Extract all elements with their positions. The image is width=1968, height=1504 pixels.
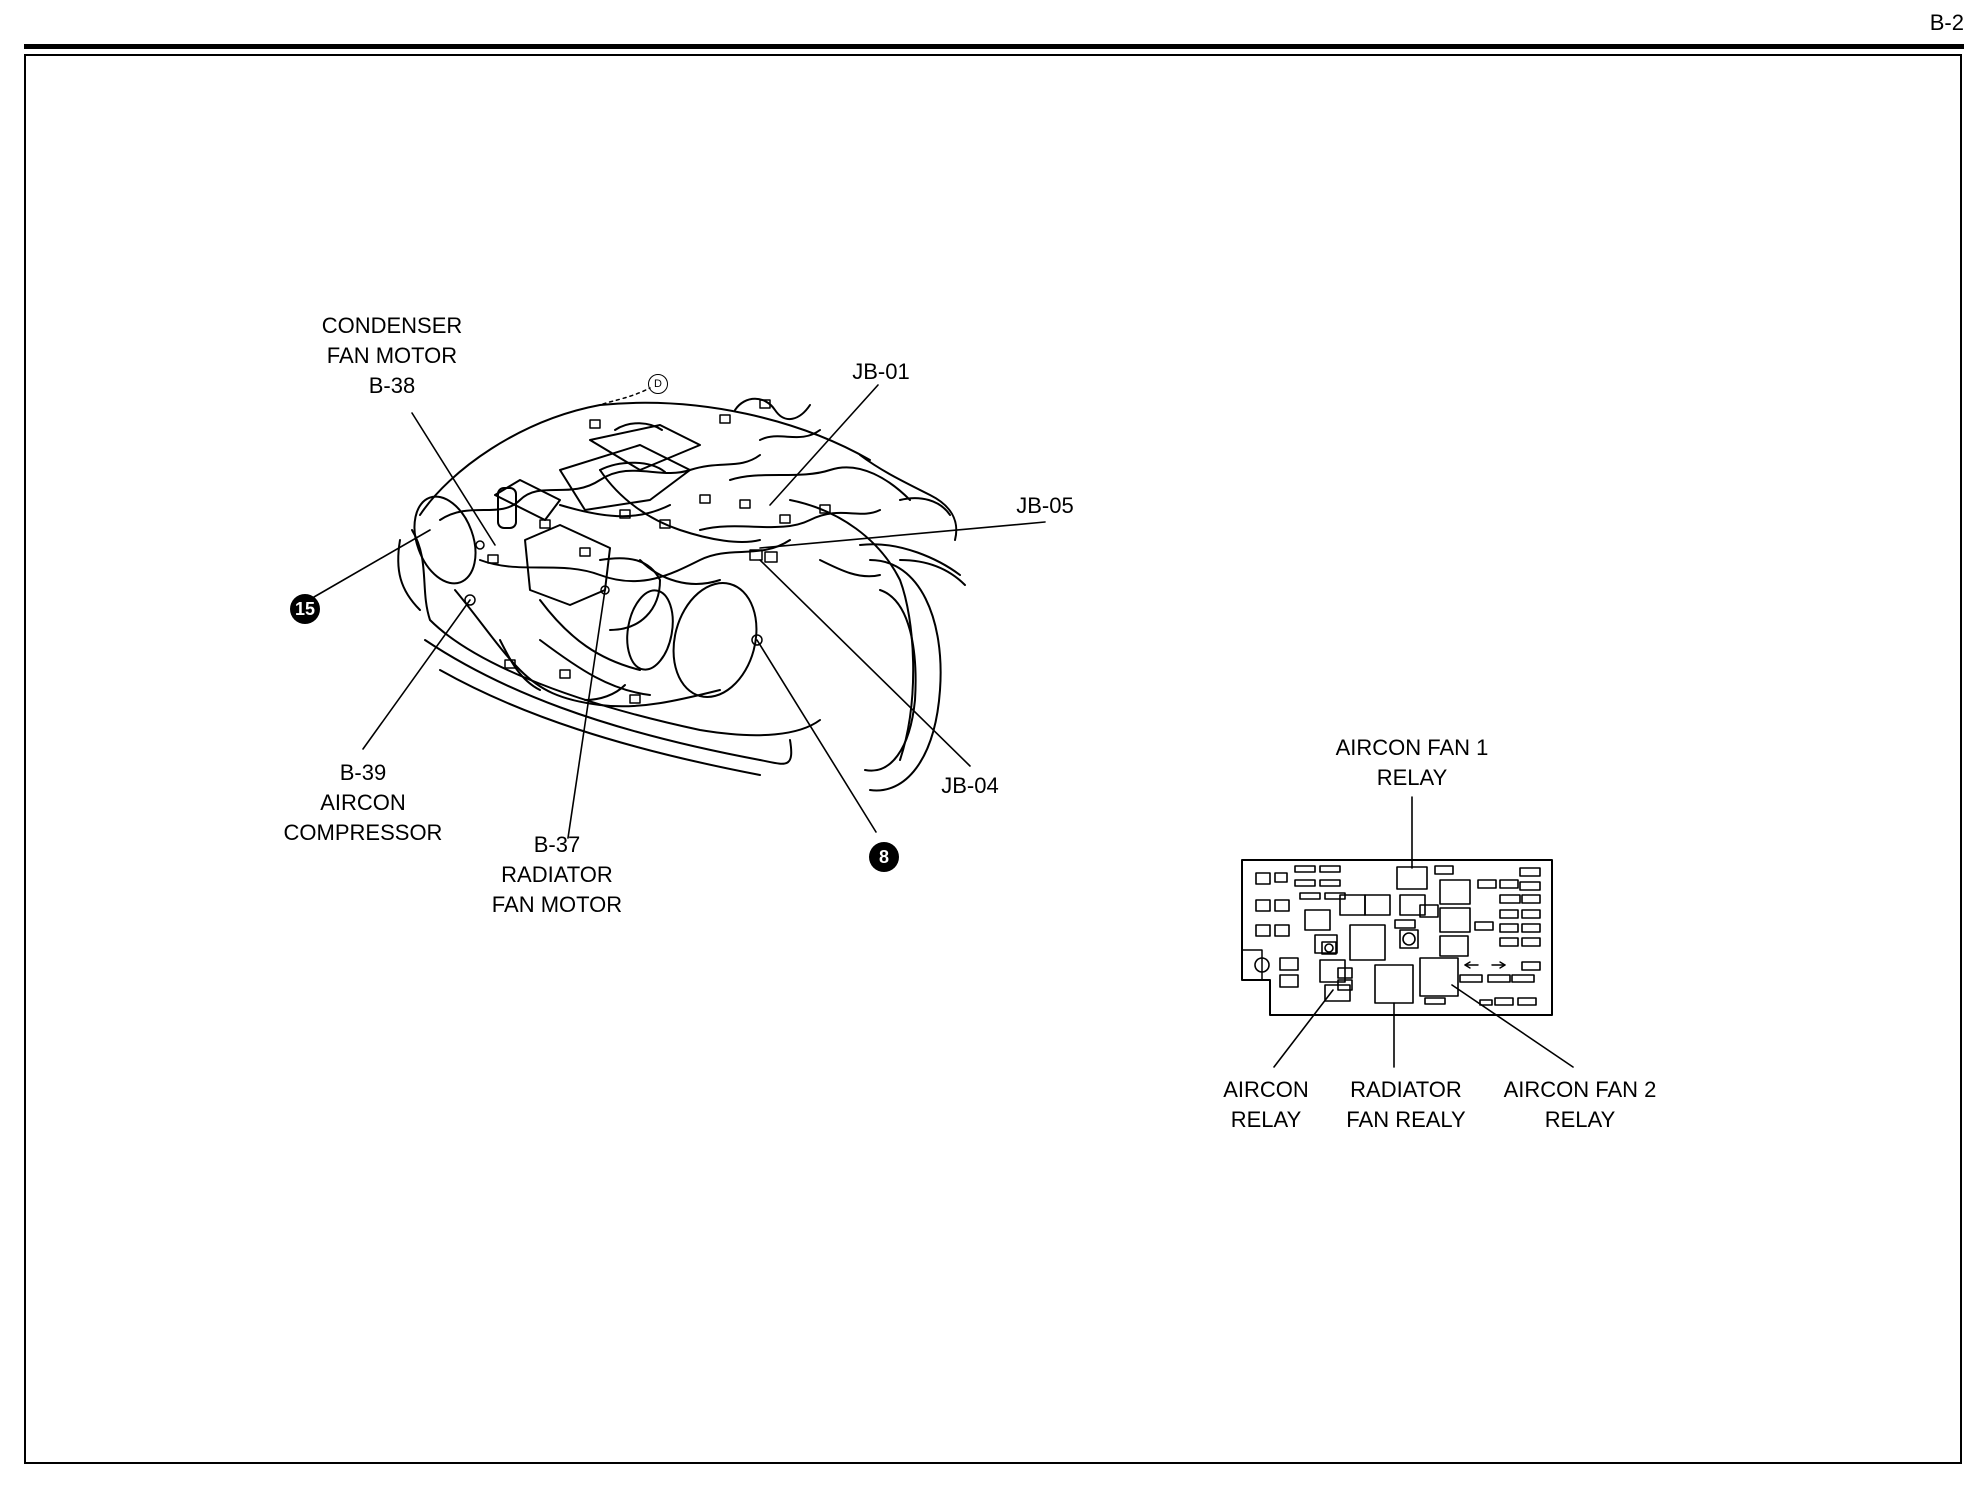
label-condenser-fan-motor: CONDENSER FAN MOTOR B-38	[321, 313, 463, 398]
label-aircon-fan-1-relay: AIRCON FAN 1 RELAY	[1335, 735, 1489, 790]
page-id: B-2	[1929, 10, 1964, 35]
leader-lines-engine	[313, 384, 1046, 839]
label-aircon-compressor: B-39 AIRCON COMPRESSOR	[283, 760, 443, 845]
label-radiator-fan-relay: RADIATOR FAN REALY	[1346, 1077, 1466, 1132]
ground-point-15-badge: 15	[290, 594, 320, 624]
car-engine-bay-illustration	[397, 387, 966, 792]
label-jb-04: JB-04	[941, 773, 999, 798]
relay-box-drawing	[1241, 859, 1553, 1016]
label-jb-05: JB-05	[1016, 493, 1074, 518]
label-aircon-relay: AIRCON RELAY	[1223, 1077, 1309, 1132]
label-aircon-fan-2-relay: AIRCON FAN 2 RELAY	[1503, 1077, 1657, 1132]
header-rule	[24, 44, 1964, 49]
ground-point-8-badge: 8	[869, 842, 899, 872]
label-radiator-fan-motor: B-37 RADIATOR FAN MOTOR	[491, 832, 623, 917]
connector-d-badge: D	[648, 374, 668, 394]
diagram-frame	[24, 54, 1962, 1464]
label-jb-01: JB-01	[852, 359, 910, 384]
leader-lines-relay	[1273, 796, 1574, 1068]
